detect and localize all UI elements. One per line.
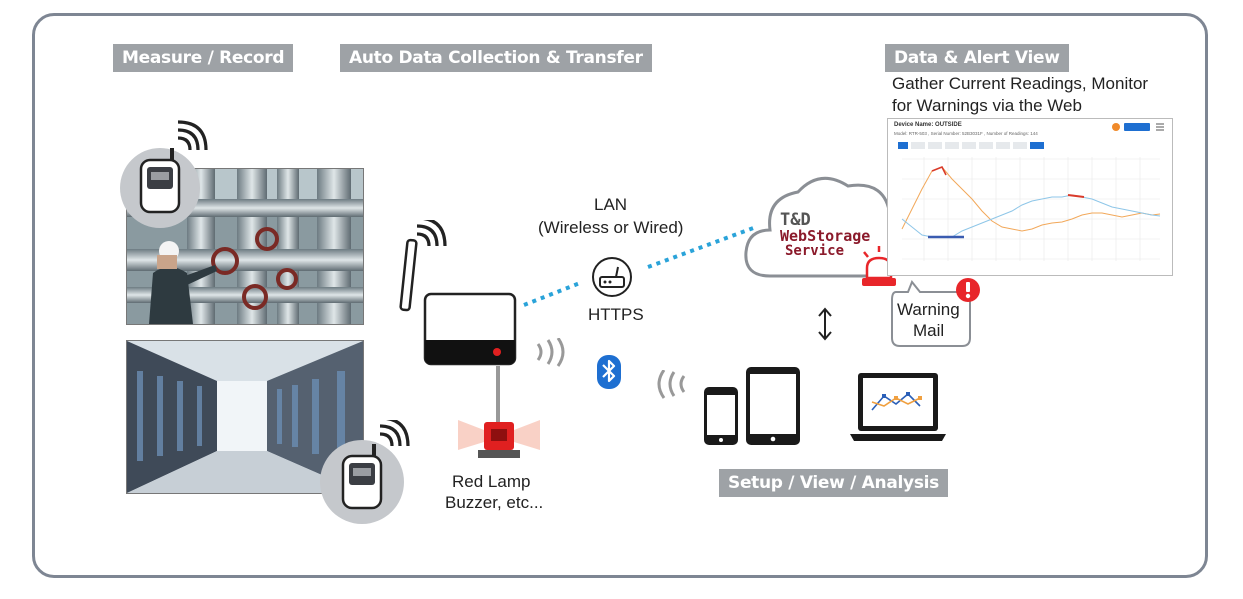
screenshot-info: Model: RTR-503 , Serial Number: 52B3031F…: [894, 131, 1038, 136]
data-alert-desc-line1: Gather Current Readings, Monitor: [892, 74, 1149, 93]
server-room-photo: [126, 340, 364, 494]
red-lamp-line2: Buzzer, etc...: [445, 493, 544, 512]
https-label: HTTPS: [588, 305, 644, 324]
red-lamp-icon: [458, 420, 540, 458]
router-icon: [592, 257, 632, 297]
label-auto-data-collection: Auto Data Collection & Transfer: [340, 44, 652, 72]
data-alert-desc-line2: for Warnings via the Web: [892, 96, 1082, 115]
wifi-signal-icon: [416, 220, 447, 247]
cloud-title-td: T&D: [780, 210, 811, 230]
label-data-alert-view: Data & Alert View: [885, 44, 1069, 72]
wifi-signal-icon: [379, 420, 410, 447]
cloud-title-webstorage: WebStorage: [780, 227, 871, 245]
logger-badge-bottom: [320, 420, 410, 524]
warning-mail-line1: Warning: [897, 300, 960, 319]
warning-mail-line2: Mail: [913, 321, 945, 340]
logger-badge-top: [120, 120, 208, 228]
base-station-device: [399, 220, 517, 366]
double-arrow-icon: [818, 307, 832, 341]
bluetooth-icon: [597, 355, 621, 389]
signal-waves-icon: [657, 370, 686, 399]
lan-label-line1: LAN: [594, 195, 628, 214]
lan-label-line2: (Wireless or Wired): [538, 218, 684, 237]
signal-waves-icon: [536, 338, 565, 367]
label-setup-view-analysis: Setup / View / Analysis: [719, 469, 948, 497]
wifi-signal-icon: [177, 120, 208, 151]
smartphone-icon: [704, 387, 738, 445]
laptop-icon: [850, 373, 946, 441]
cloud-title-service: Service: [785, 243, 845, 259]
alert-exclamation-icon: [956, 278, 980, 302]
lan-connection-line: [523, 225, 757, 307]
web-dashboard-screenshot: Device Name: OUTSIDE Model: RTR-503 , Se…: [887, 118, 1173, 276]
lamp-cable: [496, 366, 500, 424]
screenshot-device-name: Device Name: OUTSIDE: [894, 122, 962, 128]
alarm-lamp-icon: [862, 246, 896, 286]
red-lamp-line1: Red Lamp: [452, 472, 531, 491]
label-measure-record: Measure / Record: [113, 44, 294, 72]
tablet-icon: [746, 367, 800, 445]
